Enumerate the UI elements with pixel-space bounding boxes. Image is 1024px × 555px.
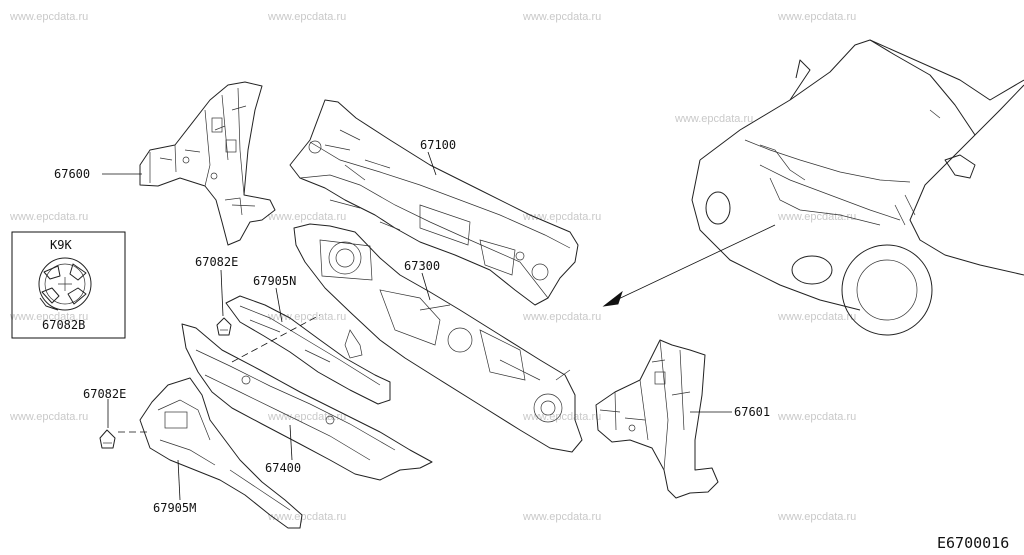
watermark: www.epcdata.ru — [9, 311, 88, 323]
leader-67082e-top — [220, 269, 224, 317]
watermark: www.epcdata.ru — [9, 11, 88, 23]
diagram-code: E6700016 — [937, 534, 1009, 552]
watermark: www.epcdata.ru — [777, 411, 856, 423]
inset-title: K9K — [50, 238, 72, 252]
label-67300[interactable]: 67300 — [404, 259, 440, 273]
watermark: www.epcdata.ru — [267, 511, 346, 523]
watermark: www.epcdata.ru — [267, 311, 346, 323]
watermark: www.epcdata.ru — [674, 113, 753, 125]
watermark: www.epcdata.ru — [267, 211, 346, 223]
label-67100[interactable]: 67100 — [420, 138, 456, 152]
label-67082e-bottom[interactable]: 67082E — [83, 387, 126, 401]
watermark: www.epcdata.ru — [777, 311, 856, 323]
part-67082e-bottom-drawing — [99, 429, 116, 449]
leader-67905m — [177, 459, 181, 501]
part-67600-drawing — [139, 81, 276, 246]
leader-67100 — [427, 151, 437, 176]
part-67300-drawing — [293, 223, 583, 453]
watermark: www.epcdata.ru — [777, 211, 856, 223]
leader-67400 — [289, 424, 293, 461]
watermark: www.epcdata.ru — [522, 311, 601, 323]
label-67082e-top[interactable]: 67082E — [195, 255, 238, 269]
watermark: www.epcdata.ru — [522, 511, 601, 523]
watermark: www.epcdata.ru — [522, 411, 601, 423]
watermark: www.epcdata.ru — [9, 411, 88, 423]
direction-arrow — [602, 224, 776, 307]
watermark: www.epcdata.ru — [777, 11, 856, 23]
watermark: www.epcdata.ru — [777, 511, 856, 523]
vehicle-reference-drawing — [691, 39, 1024, 336]
part-67082e-top-drawing — [216, 317, 232, 336]
part-67400-drawing — [181, 323, 433, 481]
watermark: www.epcdata.ru — [267, 11, 346, 23]
leader-67300 — [421, 272, 431, 301]
part-67601-drawing — [595, 339, 719, 499]
guide-line — [231, 314, 321, 363]
watermark: www.epcdata.ru — [267, 411, 346, 423]
part-67905n-drawing — [225, 295, 391, 405]
part-67100-drawing — [289, 99, 579, 306]
label-67400[interactable]: 67400 — [265, 461, 301, 475]
label-67600[interactable]: 67600 — [54, 167, 90, 181]
inset-part-label[interactable]: 67082B — [42, 318, 85, 332]
clip-67082b-drawing — [38, 257, 92, 311]
watermark: www.epcdata.ru — [9, 211, 88, 223]
part-67905m-drawing — [139, 377, 303, 529]
inset-frame — [11, 231, 126, 339]
watermark: www.epcdata.ru — [522, 11, 601, 23]
leader-67905n — [275, 287, 283, 323]
inset-k9k: K9K 67082B — [11, 231, 126, 339]
label-67905m[interactable]: 67905M — [153, 501, 196, 515]
label-67601[interactable]: 67601 — [734, 405, 770, 419]
label-67905n[interactable]: 67905N — [253, 274, 296, 288]
watermark-layer: www.epcdata.ru www.epcdata.ru www.epcdat… — [9, 11, 856, 523]
